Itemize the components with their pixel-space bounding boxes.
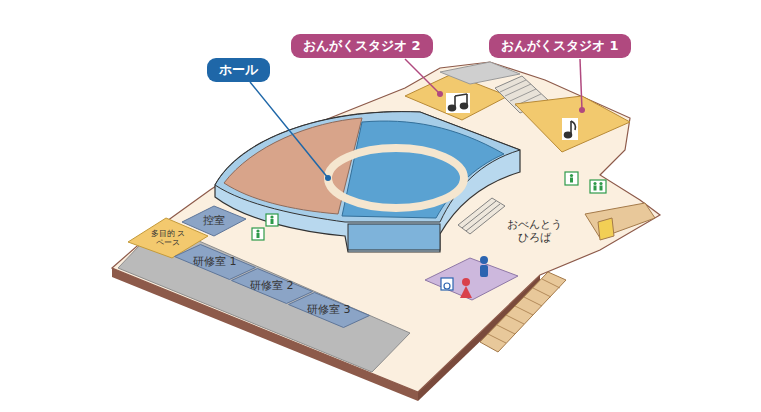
area-label: おべんとう ひろば	[503, 219, 565, 244]
room	[175, 245, 256, 280]
hall-top	[215, 112, 520, 222]
area-label: 多目的 スペース	[150, 229, 186, 247]
hall-walls	[215, 112, 520, 252]
callout-text: おんがくスタジオ 2	[303, 38, 421, 53]
leader-line	[250, 59, 585, 181]
area-label: 研修室 3	[307, 304, 351, 317]
stage-ring	[328, 148, 464, 208]
area-label: 控室	[203, 215, 225, 228]
studio	[515, 96, 630, 152]
stair-steps	[488, 279, 560, 343]
room	[232, 269, 313, 304]
roof-area	[440, 62, 520, 84]
room	[182, 206, 246, 236]
note-icon	[562, 118, 578, 140]
person-icon	[441, 256, 488, 298]
callout-text: ホール	[219, 62, 258, 77]
stairs	[480, 272, 566, 352]
room	[289, 293, 370, 328]
restroom-area	[425, 258, 518, 300]
callout-box: おんがくスタジオ 1	[489, 34, 631, 58]
callout-box: ホール	[207, 58, 270, 82]
stage-front	[348, 224, 440, 250]
walkway-post	[598, 218, 614, 240]
stairs	[458, 198, 505, 234]
floor	[112, 62, 660, 392]
callout-box: おんがくスタジオ 2	[291, 34, 433, 58]
note-icon	[446, 93, 470, 113]
callout-text: おんがくスタジオ 1	[501, 38, 619, 53]
area-label: 研修室 2	[250, 280, 294, 293]
area-label: 研修室 1	[193, 256, 237, 269]
walkway	[585, 203, 655, 238]
